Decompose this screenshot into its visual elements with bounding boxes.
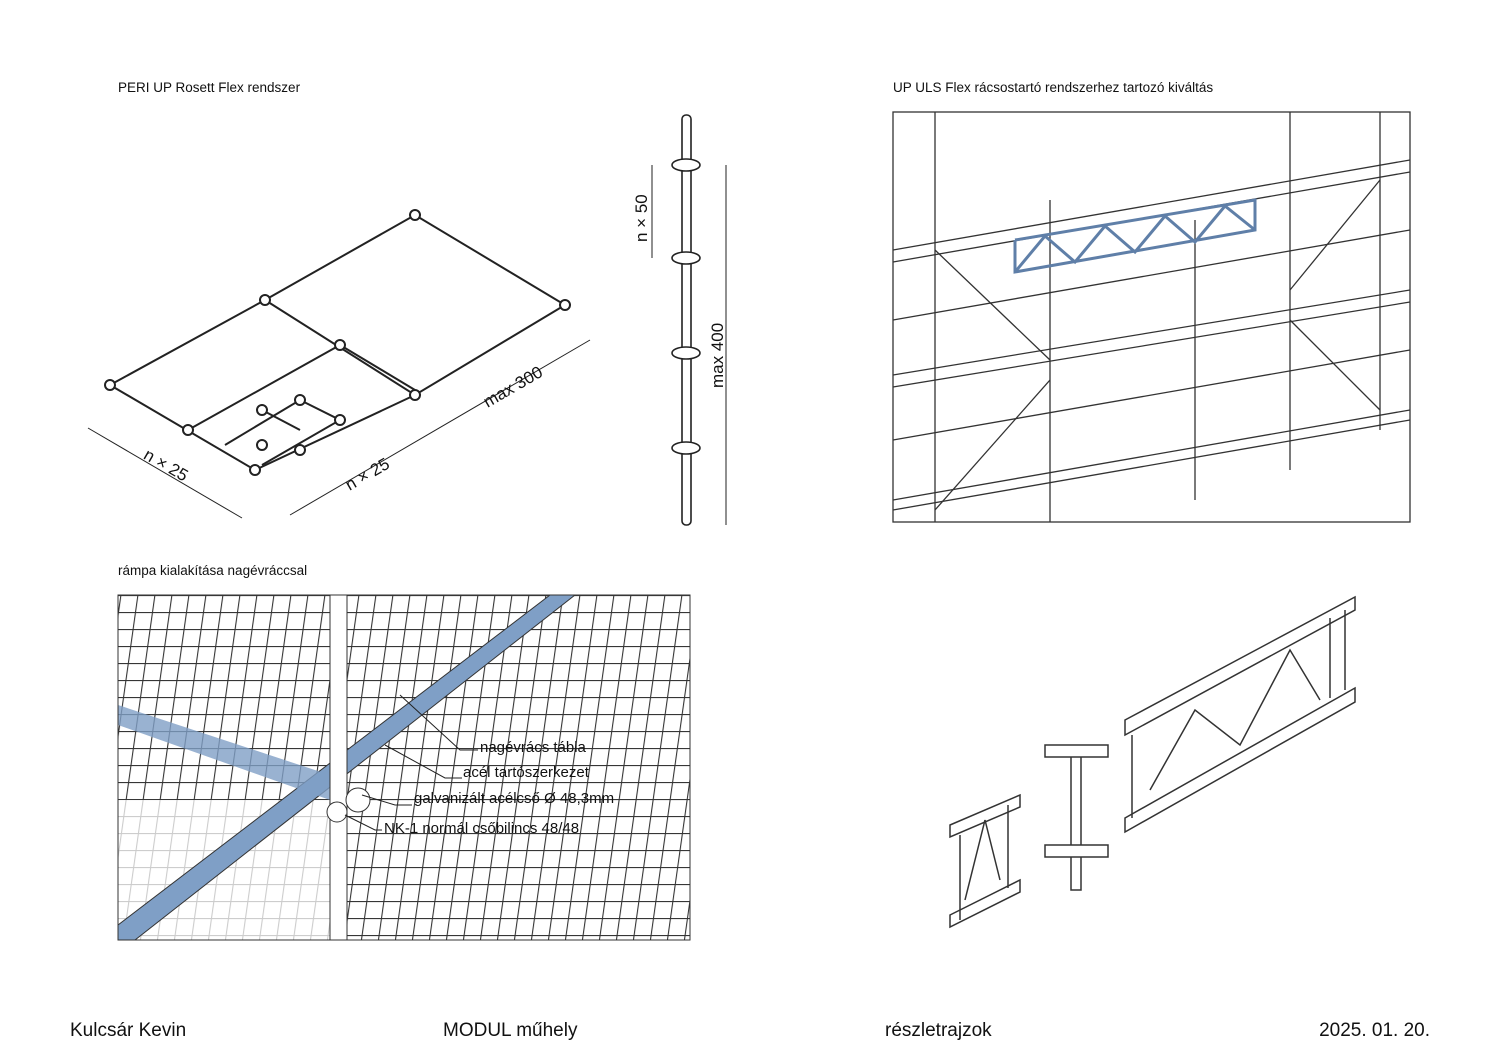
ramp-title: rámpa kialakítása nagévráccsal xyxy=(118,563,308,578)
uls-title: UP ULS Flex rácsostartó rendszerhez tart… xyxy=(893,80,1214,95)
footer-author: Kulcsár Kevin xyxy=(70,1020,187,1041)
lattice-girder-highlight xyxy=(1013,198,1257,274)
footer-date: 2025. 01. 20. xyxy=(1319,1020,1430,1041)
standard-pole xyxy=(651,114,727,526)
footer-sheet: részletrajzok xyxy=(885,1020,992,1041)
footer-studio: MODUL műhely xyxy=(443,1020,578,1041)
ramp-detail xyxy=(117,594,691,941)
pole-dimension-label: n × 50 xyxy=(632,194,651,242)
ramp-callout: acél tartószerkezet xyxy=(463,764,589,781)
girder-components xyxy=(949,595,1356,929)
ramp-callout: nagévrács tábla xyxy=(480,739,586,756)
ramp-callout: galvanizált acélcső Ø 48,3mm xyxy=(414,790,615,807)
pole-dimension-label: max 400 xyxy=(708,322,727,388)
rosett-iso-plan xyxy=(87,209,591,519)
uls-scaffold-view xyxy=(892,111,1411,523)
ramp-callout: NK-1 normál csőbilincs 48/48 xyxy=(384,820,580,837)
rosett-title: PERI UP Rosett Flex rendszer xyxy=(118,80,301,95)
